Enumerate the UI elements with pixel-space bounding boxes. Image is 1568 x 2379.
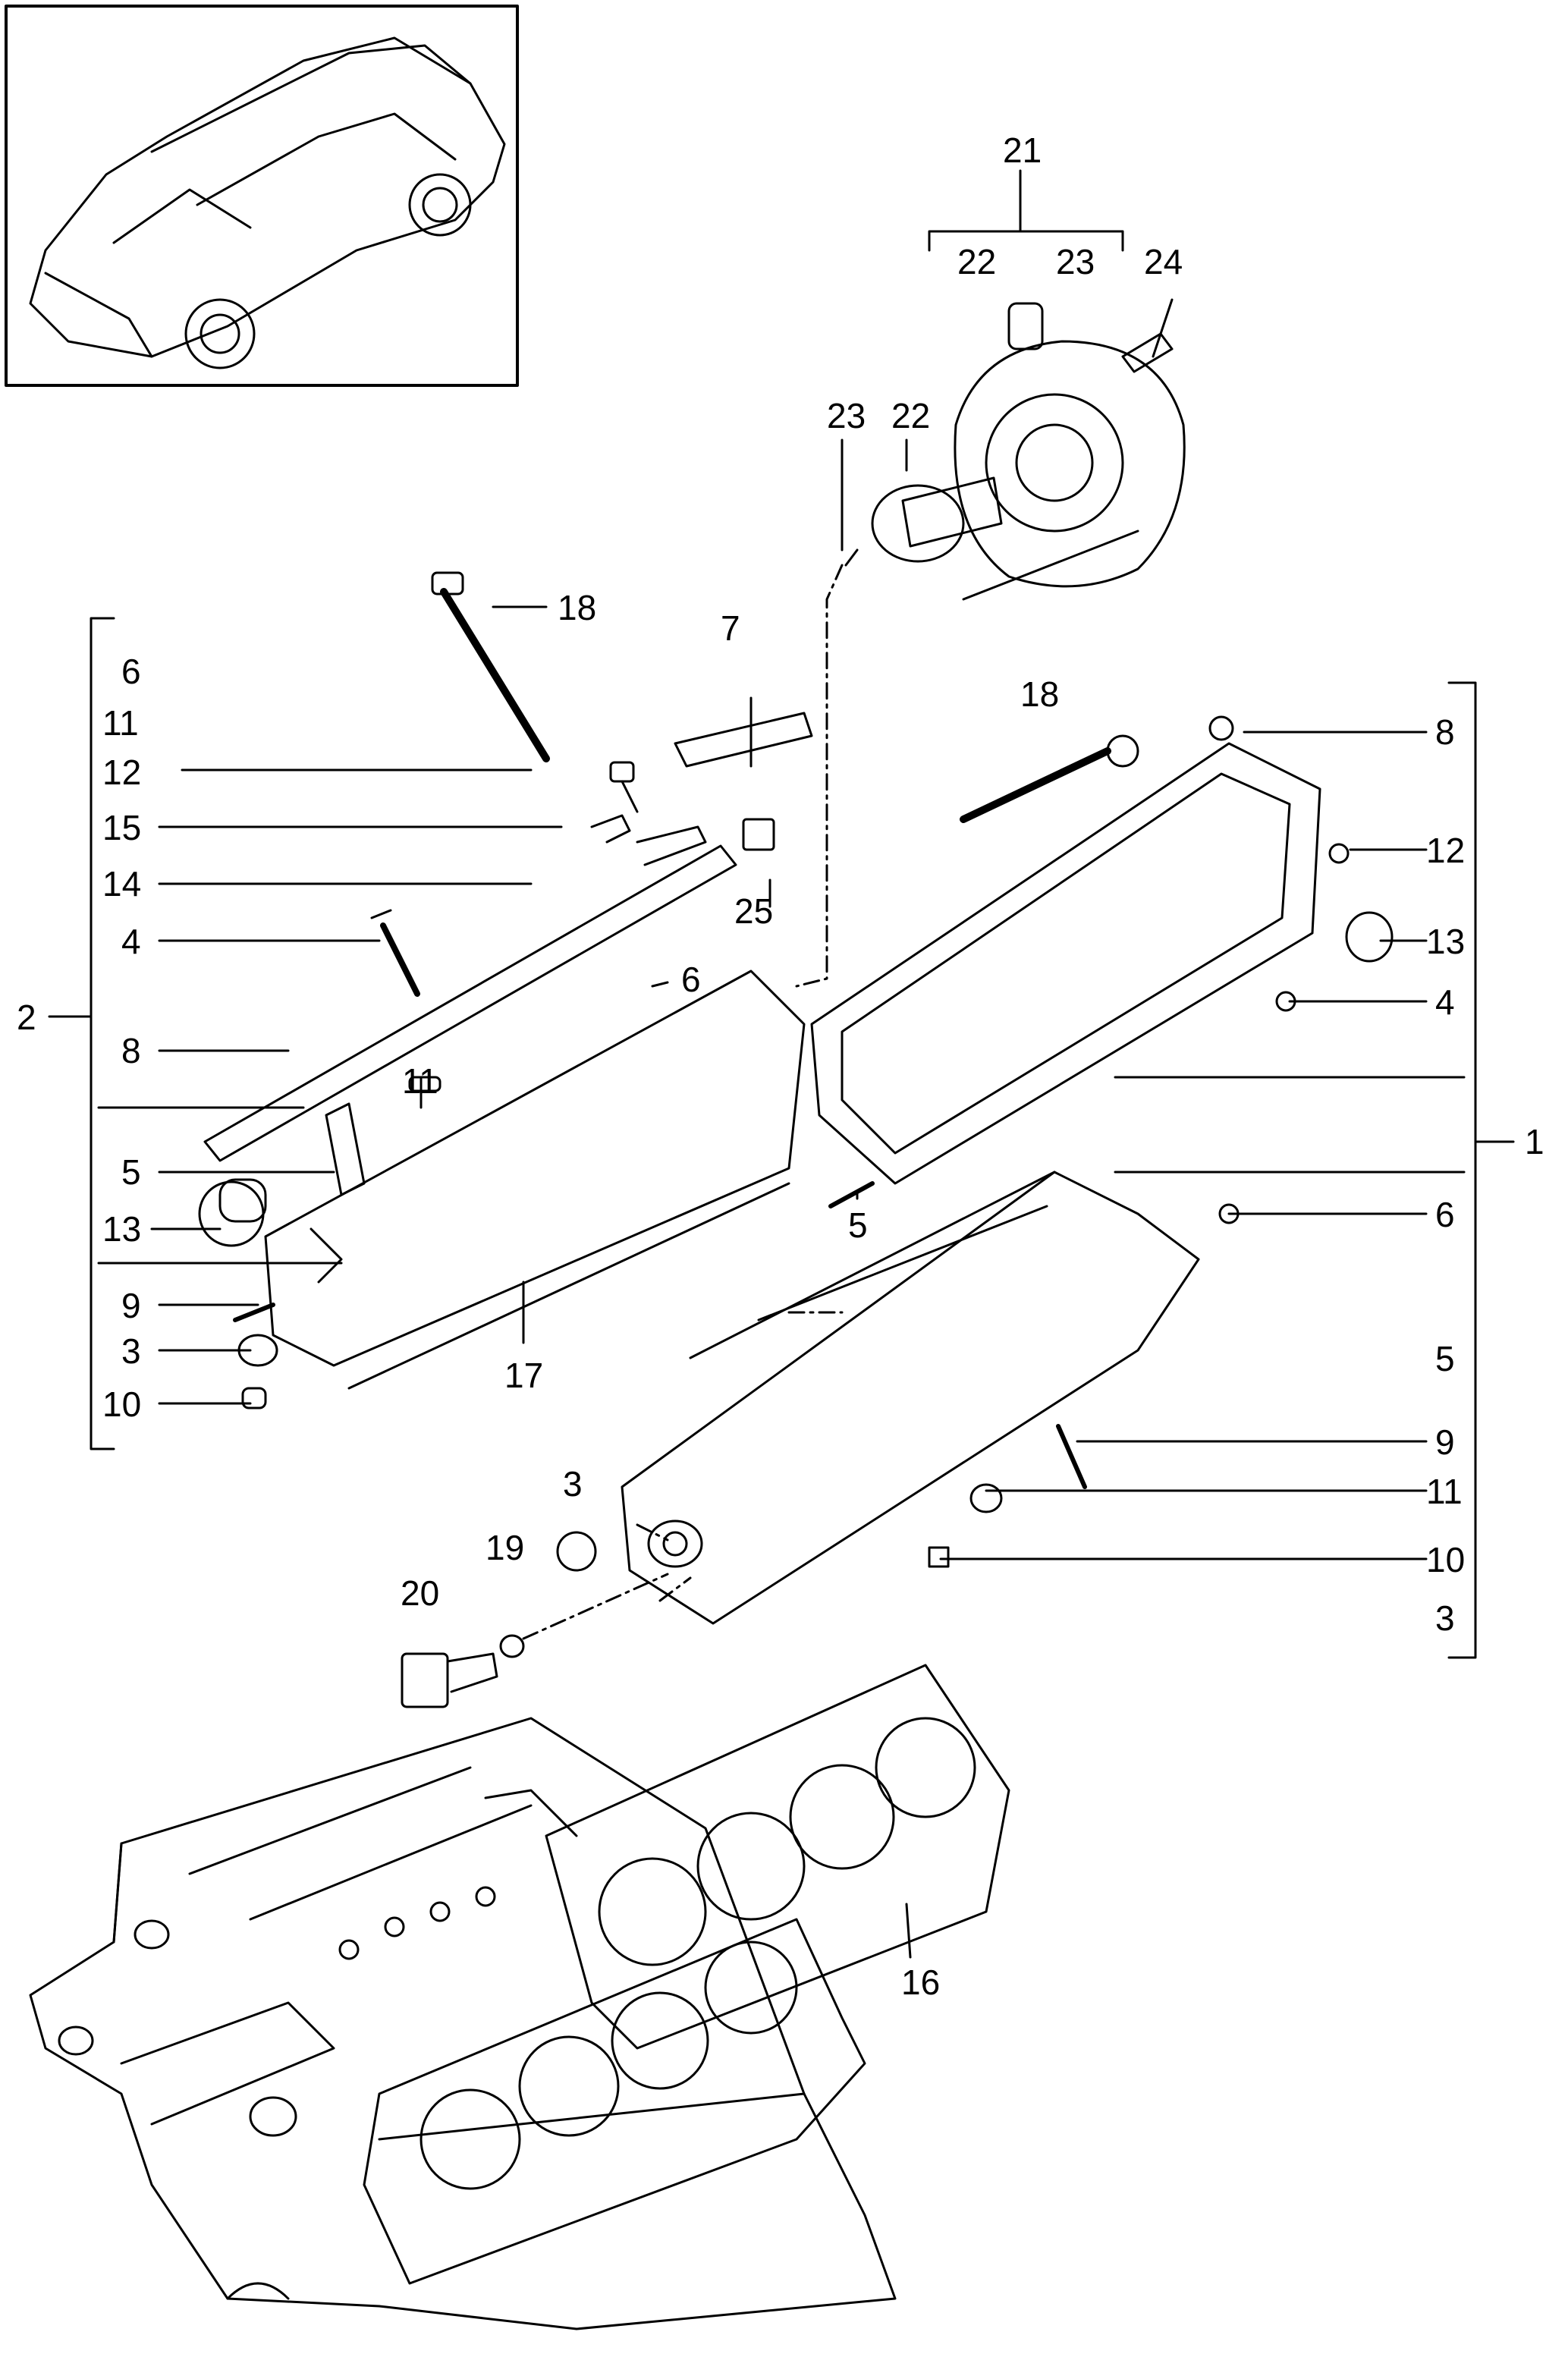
left-upper-parts <box>198 571 813 1409</box>
callout-19: 19 <box>485 1528 525 1567</box>
callout-right-6: 6 <box>1435 1195 1455 1234</box>
callout-mid-3: 3 <box>563 1464 583 1504</box>
callout-18a: 18 <box>558 588 597 627</box>
callout-right-13: 13 <box>1426 922 1466 961</box>
callout-mid-5: 5 <box>848 1205 868 1245</box>
right-gasket-frame <box>810 530 1394 1185</box>
callout-left-5: 5 <box>121 1152 141 1192</box>
callout-left-4: 4 <box>121 922 141 961</box>
right-cylinder-head <box>556 1171 1240 1625</box>
callout-22: 22 <box>957 242 997 281</box>
callout-17: 17 <box>504 1356 544 1395</box>
callout-18b: 18 <box>1020 674 1060 714</box>
callout-right-4: 4 <box>1435 982 1455 1022</box>
vehicle-thumbnail <box>5 5 519 387</box>
callout-mid-6: 6 <box>681 960 701 999</box>
callout-left-10: 10 <box>102 1384 142 1424</box>
head-gasket <box>484 1664 1010 2050</box>
callout-22b: 22 <box>891 396 931 435</box>
callout-right-5: 5 <box>1435 1339 1455 1378</box>
temperature-sensor <box>401 1573 669 1708</box>
callout-left-9: 9 <box>121 1286 141 1325</box>
callout-right-8: 8 <box>1435 712 1455 752</box>
callout-left-8: 8 <box>121 1031 141 1070</box>
callout-25: 25 <box>734 891 774 931</box>
callout-left-15: 15 <box>102 808 142 847</box>
callout-24: 24 <box>1144 242 1183 281</box>
callout-left-14: 14 <box>102 864 142 904</box>
vacuum-pump <box>844 169 1186 588</box>
callout-23: 23 <box>1056 242 1095 281</box>
callout-7: 7 <box>721 608 740 648</box>
callout-left-6: 6 <box>121 652 141 691</box>
callout-20: 20 <box>401 1573 440 1613</box>
callout-16: 16 <box>901 1963 941 2002</box>
callout-left-12: 12 <box>102 753 142 792</box>
callout-right-1: 1 <box>1525 1122 1544 1161</box>
callout-right-11: 11 <box>1426 1472 1463 1511</box>
callout-left-2: 2 <box>17 998 36 1037</box>
callout-23b: 23 <box>827 396 866 435</box>
callout-left-11: 11 <box>102 703 139 743</box>
callout-left-13: 13 <box>102 1209 142 1249</box>
callout-right-9: 9 <box>1435 1422 1455 1462</box>
callout-21: 21 <box>1003 130 1042 170</box>
callout-right-12: 12 <box>1426 831 1466 870</box>
callout-right-3: 3 <box>1435 1598 1455 1638</box>
callout-right-10: 10 <box>1426 1540 1466 1579</box>
lower-cylinder-bank <box>363 1918 866 2285</box>
callout-left-3: 3 <box>121 1331 141 1371</box>
left-camshaft-carrier <box>203 844 806 1390</box>
engine-block <box>29 1717 897 2330</box>
callout-mid-11: 11 <box>402 1061 438 1101</box>
